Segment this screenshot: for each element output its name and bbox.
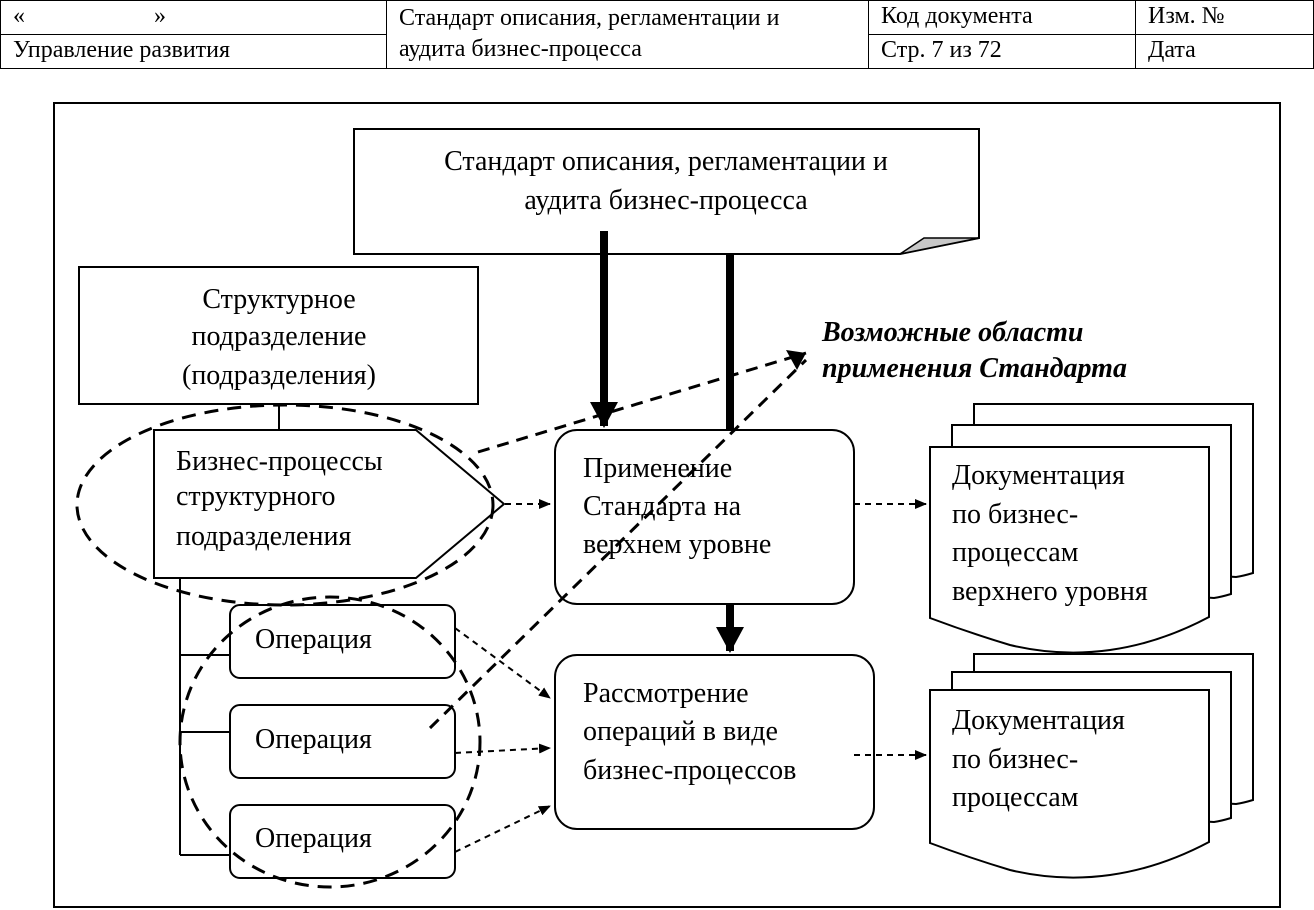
doc-top-line-3: процессам (952, 537, 1079, 568)
standard-title-cell: Стандарт описания, регламентации и аудит… (386, 0, 869, 69)
doc-proc-line-3: процессам (952, 782, 1079, 813)
operation-box-3: Операция (229, 804, 456, 879)
operation-label-2: Операция (255, 724, 372, 755)
doc-top-line-2: по бизнес- (952, 499, 1078, 530)
page-number-cell: Стр. 7 из 72 (868, 34, 1136, 69)
doc-proc-line-2: по бизнес- (952, 744, 1078, 775)
top-level-line-1: Применение (583, 453, 732, 484)
standard-title-line-1: Стандарт описания, регламентации и (399, 5, 780, 31)
quote-open: « (13, 3, 25, 29)
top-level-line-2: Стандарта на (583, 491, 742, 522)
unit-box-line-3: (подразделения) (182, 360, 376, 391)
document-header: « » Стандарт описания, регламентации и а… (0, 0, 1314, 69)
standard-box-line-2: аудита бизнес-процесса (524, 185, 808, 216)
doc-top-line-4: верхнего уровня (952, 576, 1148, 607)
note-pointer-lines (428, 351, 808, 730)
doc-proc-line-1: Документация (952, 705, 1125, 736)
unit-processes-line-1: Бизнес-процессы (176, 446, 383, 477)
note-pointer-arrowhead (786, 350, 806, 370)
operations-review-line-1: Рассмотрение (583, 678, 749, 709)
top-level-documentation-stack: Документация по бизнес- процессам верхне… (929, 403, 1254, 654)
quote-close: » (154, 3, 166, 29)
structural-unit-box: Структурное подразделение (подразделения… (78, 266, 479, 405)
doc-code-cell: Код документа (868, 0, 1136, 35)
unit-box-line-2: подразделение (192, 321, 367, 352)
unit-processes-line-2: структурного (176, 481, 336, 512)
top-level-application-box: Применение Стандарта на верхнем уровне (554, 429, 855, 605)
operation-box-2: Операция (229, 704, 456, 779)
diagram-frame (53, 102, 1281, 908)
standard-box-line-1: Стандарт описания, регламентации и (444, 146, 888, 177)
organization-name-cell: « » (0, 0, 387, 35)
doc-top-line-1: Документация (952, 460, 1125, 491)
operation-label-3: Операция (255, 823, 372, 854)
operation-label-1: Операция (255, 624, 372, 655)
note-line-2: применения Стандарта (822, 353, 1127, 384)
standard-document-box: Стандарт описания, регламентации и аудит… (353, 128, 980, 255)
operation-box-1: Операция (229, 604, 456, 679)
dashed-arrows (454, 499, 927, 853)
note-line-1: Возможные области (821, 317, 1084, 348)
operations-review-line-3: бизнес-процессов (583, 755, 796, 786)
processes-highlight-ellipse (75, 403, 495, 607)
unit-processes-shape: Бизнес-процессы структурного подразделен… (153, 429, 506, 579)
operations-tree (179, 578, 230, 856)
possible-areas-note: Возможные области применения Стандарта (821, 317, 1127, 384)
unit-processes-line-3: подразделения (176, 521, 351, 552)
processes-documentation-stack: Документация по бизнес- процессам (929, 653, 1254, 879)
operations-review-line-2: операций в виде (583, 716, 778, 747)
top-level-line-3: верхнем уровне (583, 529, 771, 560)
operations-highlight-ellipse (178, 595, 482, 889)
operations-review-box: Рассмотрение операций в виде бизнес-проц… (554, 654, 875, 830)
standard-title-line-2: аудита бизнес-процесса (399, 36, 642, 62)
date-cell: Дата (1135, 34, 1314, 69)
unit-box-line-1: Структурное (202, 284, 355, 315)
department-cell: Управление развития (0, 34, 387, 69)
